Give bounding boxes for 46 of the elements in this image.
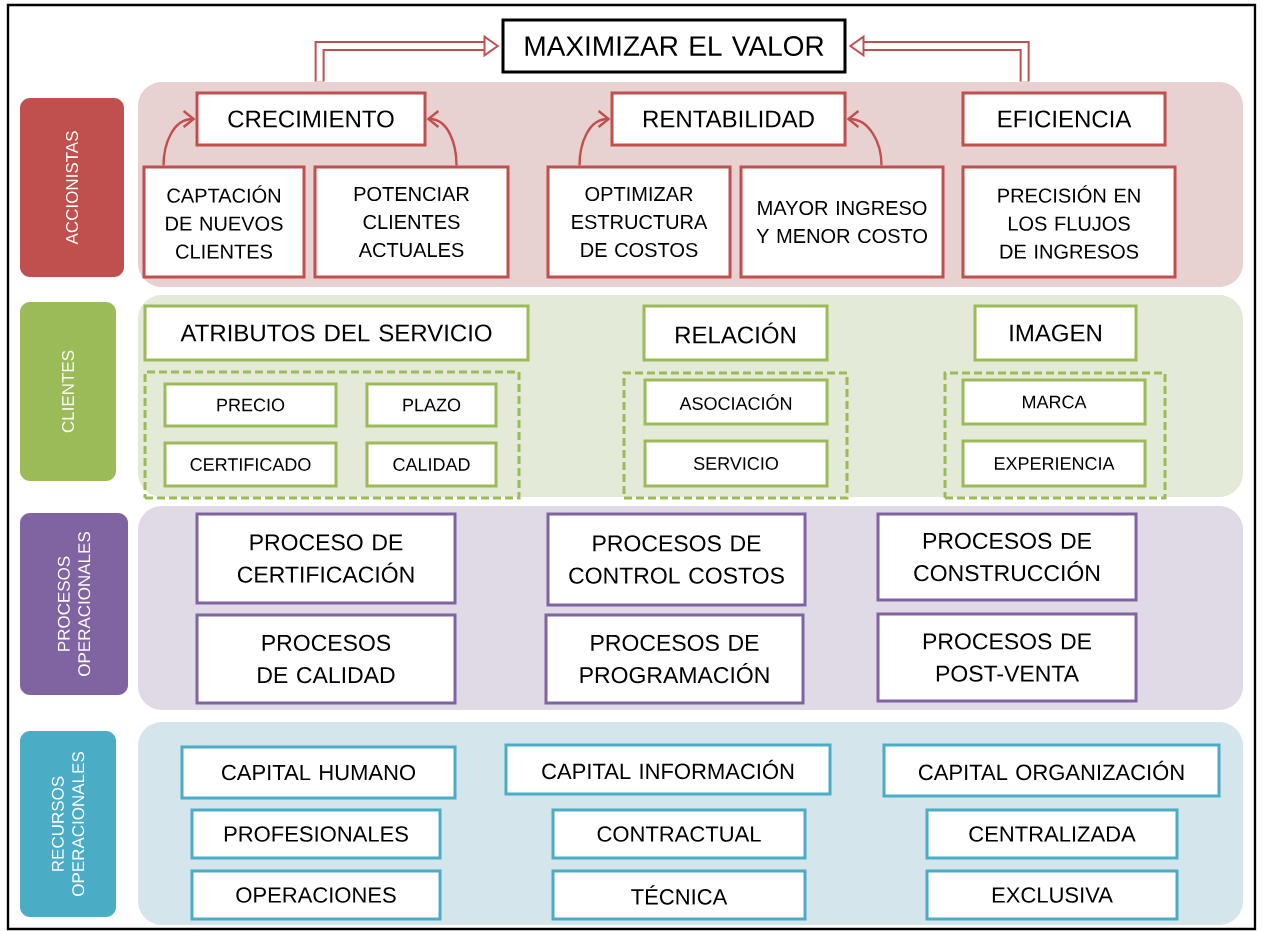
text-box: ASOCIACIÓN [643, 378, 829, 426]
dashed-group-box [622, 371, 849, 500]
text-box: PRECISIÓN EN LOS FLUJOS DE INGRESOS [961, 165, 1177, 279]
side-tab: RECURSOS OPERACIONALES [20, 731, 116, 917]
side-tab: ACCIONISTAS [20, 98, 124, 277]
arrow [426, 110, 458, 166]
arrow [162, 110, 196, 166]
text-box: CONTRACTUAL [551, 808, 807, 860]
arrow [578, 110, 611, 166]
text-box: RENTABILIDAD [610, 91, 847, 147]
heading-box: MAXIMIZAR EL VALOR [501, 18, 847, 74]
text-box: ATRIBUTOS DEL SERVICIO [143, 304, 530, 362]
text-box: PROCESOS DE CALIDAD [195, 613, 457, 705]
text-box: OPERACIONES [190, 869, 442, 921]
text-box: PROCESOS DE PROGRAMACIÓN [544, 613, 805, 705]
text-box: IMAGEN [973, 304, 1138, 362]
text-box: EFICIENCIA [961, 91, 1167, 147]
text-box: PROCESOS DE CONTROL COSTOS [546, 512, 807, 607]
text-box: CAPITAL HUMANO [180, 745, 457, 800]
text-box: MAYOR INGRESO Y MENOR COSTO [739, 165, 945, 279]
text-box: RELACIÓN [642, 304, 829, 362]
text-box: PLAZO [365, 382, 498, 428]
dashed-group-box [943, 371, 1167, 500]
text-box: CAPITAL ORGANIZACIÓN [882, 743, 1221, 798]
text-box: EXPERIENCIA [961, 439, 1147, 488]
text-box: CAPITAL INFORMACIÓN [504, 743, 832, 796]
side-tab: CLIENTES [20, 302, 116, 481]
text-box: POTENCIAR CLIENTES ACTUALES [313, 165, 510, 279]
text-box: CALIDAD [365, 441, 498, 488]
text-box: MARCA [961, 378, 1147, 426]
text-box: PROCESOS DE POST-VENTA [876, 612, 1138, 703]
text-box: TÉCNICA [551, 869, 807, 921]
arrow [846, 110, 883, 166]
text-box: CAPTACIÓN DE NUEVOS CLIENTES [142, 165, 306, 279]
text-box: PROFESIONALES [190, 808, 442, 860]
side-tab: PROCESOS OPERACIONALES [20, 513, 128, 695]
text-box: SERVICIO [643, 439, 829, 488]
dashed-group-box [143, 370, 521, 500]
text-box: CERTIFICADO [163, 441, 338, 488]
text-box: PROCESOS DE CONSTRUCCIÓN [876, 512, 1138, 602]
text-box: OPTIMIZAR ESTRUCTURA DE COSTOS [546, 165, 732, 279]
text-box: CRECIMIENTO [195, 91, 427, 147]
text-box: PROCESO DE CERTIFICACIÓN [195, 512, 457, 605]
text-box: CENTRALIZADA [925, 808, 1179, 860]
text-box: EXCLUSIVA [925, 869, 1179, 921]
text-box: PRECIO [163, 382, 338, 428]
